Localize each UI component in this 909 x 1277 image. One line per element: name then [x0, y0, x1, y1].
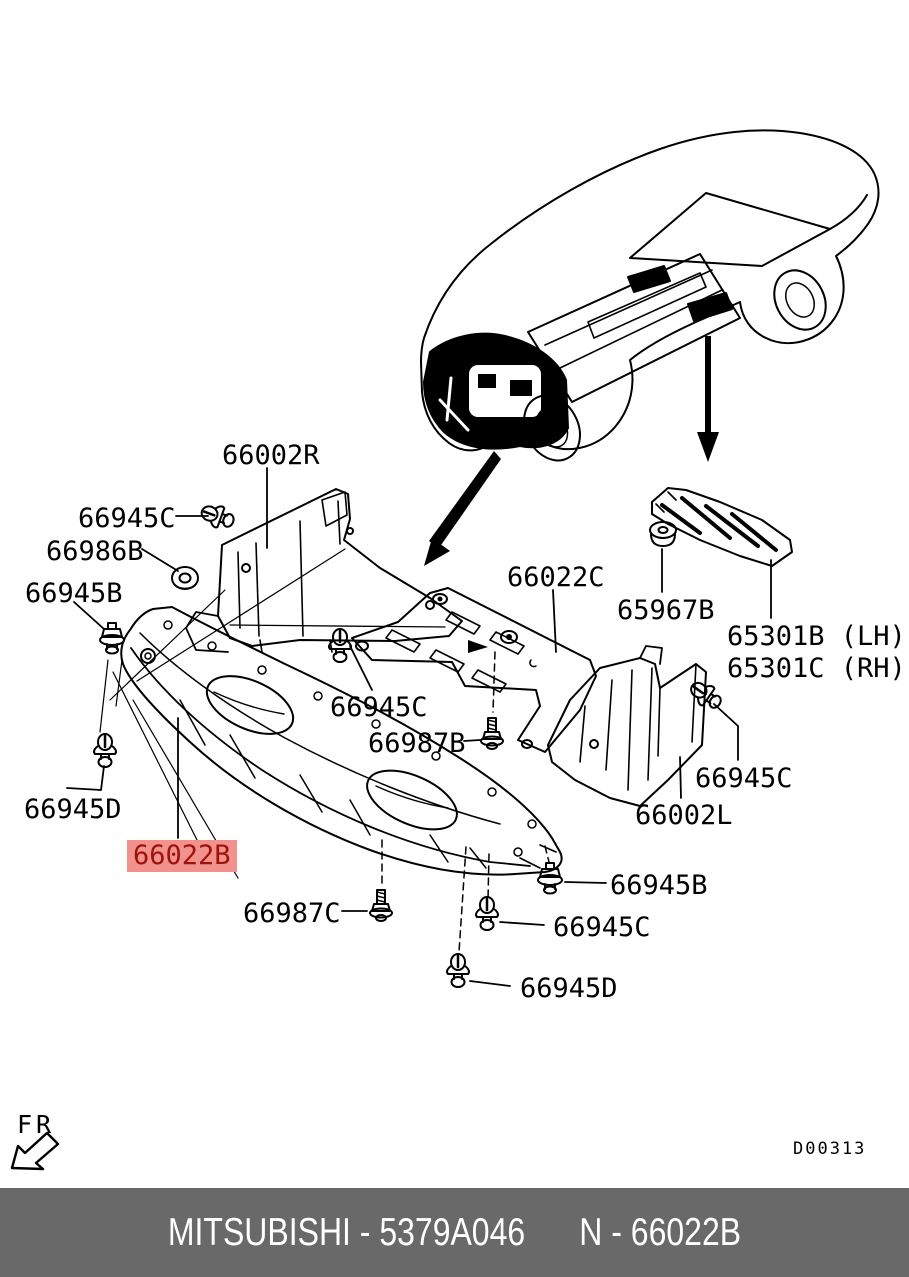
car-undercover-highlights: [438, 376, 470, 432]
part-label-66986b: 66986B: [46, 536, 144, 567]
part-label-66002r: 66002R: [222, 440, 320, 471]
car-front-wheel-inner: [535, 408, 569, 448]
clip-66945c-mid-icon: [327, 627, 353, 664]
part-label-66945c-topleft: 66945C: [78, 503, 176, 534]
part-label-66945c-bottom: 66945C: [553, 912, 651, 943]
footer-bar: MITSUBISHI - 5379A046 N - 66022B: [0, 1188, 909, 1277]
part-label-66945d-bottom: 66945D: [520, 973, 618, 1004]
car-subframe-detail-1: [478, 374, 496, 388]
car-underbody-patch-2: [687, 292, 733, 322]
car-pillar-line: [829, 194, 868, 230]
part-label-65967b: 65967B: [617, 595, 715, 626]
part-label-66987b: 66987B: [368, 728, 466, 759]
part-label-66022b-highlighted: 66022B: [127, 840, 237, 873]
part-label-66022c: 66022C: [507, 562, 605, 593]
part-label-66002l: 66002L: [635, 800, 733, 831]
drawing-code: D00313: [793, 1139, 867, 1159]
screw-66987c-icon: [369, 889, 393, 922]
dashed-lines: [381, 651, 550, 953]
clip-66945d-bottom-icon: [445, 952, 471, 989]
part-label-66945d-left: 66945D: [24, 794, 122, 825]
car-rear-wheel: [773, 269, 827, 331]
panel-65301-drawing: [651, 487, 793, 567]
footer-ref-number: N - 66022B: [579, 1210, 742, 1254]
car-underbody-patch-1: [627, 265, 671, 293]
part-label-65301c-rh: 65301C (RH): [727, 653, 906, 684]
bolt-66945b-bottom-icon: [537, 862, 563, 895]
part-label-65301b-lh: 65301B (LH): [727, 621, 906, 652]
part-label-66945c-mid: 66945C: [330, 692, 428, 723]
car-subframe-detail-2: [510, 380, 532, 396]
footer-part-number: MITSUBISHI - 5379A046: [167, 1210, 526, 1254]
leader-lines: [66, 467, 772, 987]
panel-66002l-drawing: [547, 645, 707, 807]
part-label-66945c-right: 66945C: [695, 763, 793, 794]
arrow-to-side-panel: [697, 336, 719, 462]
projection-lines: [99, 548, 346, 879]
car-windshield: [629, 192, 831, 267]
arrow-to-front-undercover: [424, 451, 501, 566]
fr-indicator: FR: [17, 1110, 56, 1139]
part-label-66945b-bottom: 66945B: [610, 870, 708, 901]
clip-66945d-left-icon: [92, 732, 118, 769]
panel-66022b-drawing: [120, 606, 563, 876]
car-front-wheel: [523, 394, 581, 462]
car-illustration: [420, 129, 880, 462]
part-label-66987c: 66987C: [243, 898, 341, 929]
screw-66987b-icon: [480, 717, 504, 750]
car-crossmember: [587, 272, 707, 339]
footer-text: MITSUBISHI - 5379A046 N - 66022B: [168, 1211, 741, 1255]
fr-arrow-icon: [10, 1131, 60, 1171]
car-rear-wheel-inner: [784, 282, 816, 318]
panel-66022c-drawing: [351, 587, 597, 753]
clip-66945c-bottom-icon: [474, 895, 500, 932]
diagram-canvas: [10, 129, 880, 1171]
part-label-66945b-left: 66945B: [25, 578, 123, 609]
